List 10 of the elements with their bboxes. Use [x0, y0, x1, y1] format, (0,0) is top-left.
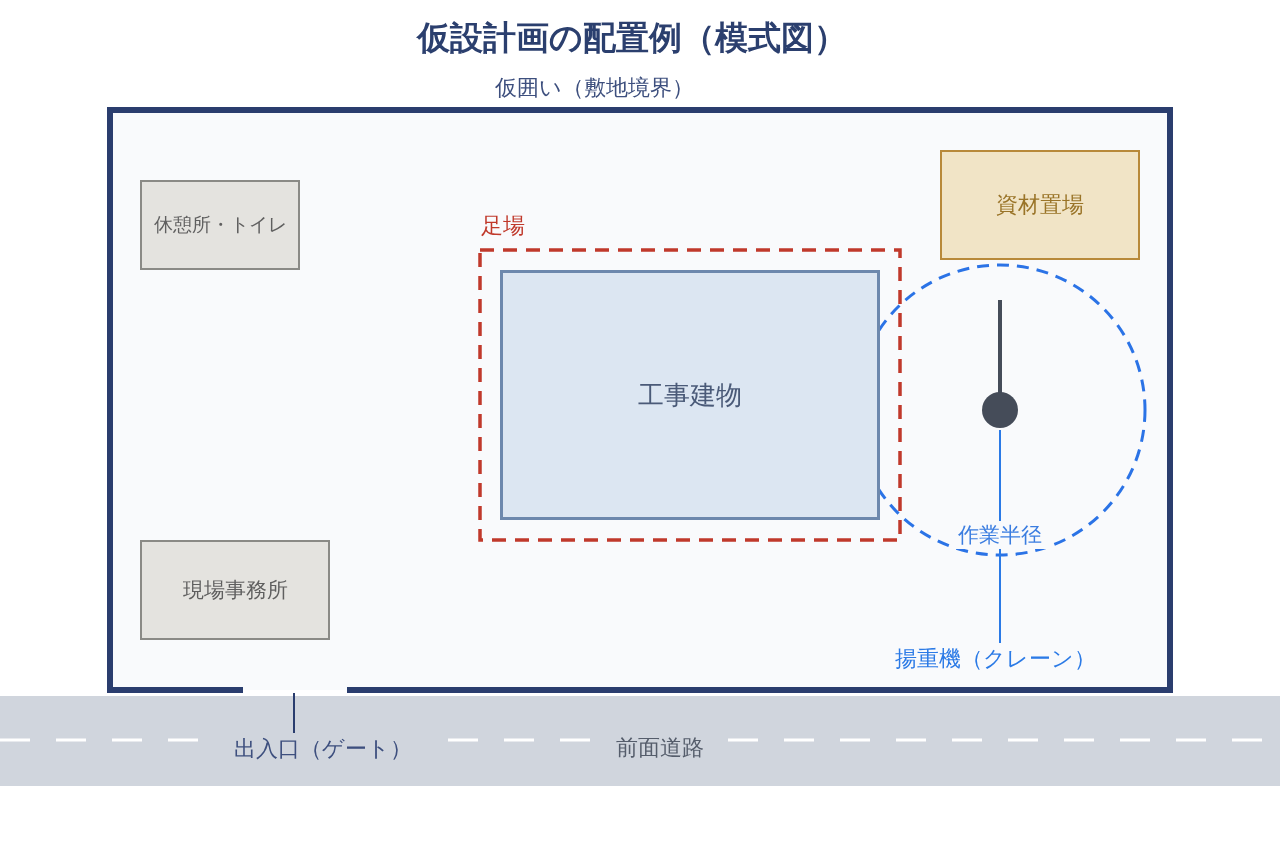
- site-office-box: 現場事務所: [140, 540, 330, 640]
- fence-label: 仮囲い（敷地境界）: [493, 74, 695, 102]
- scaffold-label: 足場: [480, 212, 526, 240]
- material-yard-box: 資材置場: [940, 150, 1140, 260]
- building-box: 工事建物: [500, 270, 880, 520]
- leader-line: [999, 429, 1001, 644]
- title: 仮設計画の配置例（模式図）: [415, 17, 848, 59]
- crane-label: 揚重機（クレーン）: [880, 643, 1110, 675]
- rest-area-box: 休憩所・トイレ: [140, 180, 300, 270]
- leader-line: [293, 692, 295, 734]
